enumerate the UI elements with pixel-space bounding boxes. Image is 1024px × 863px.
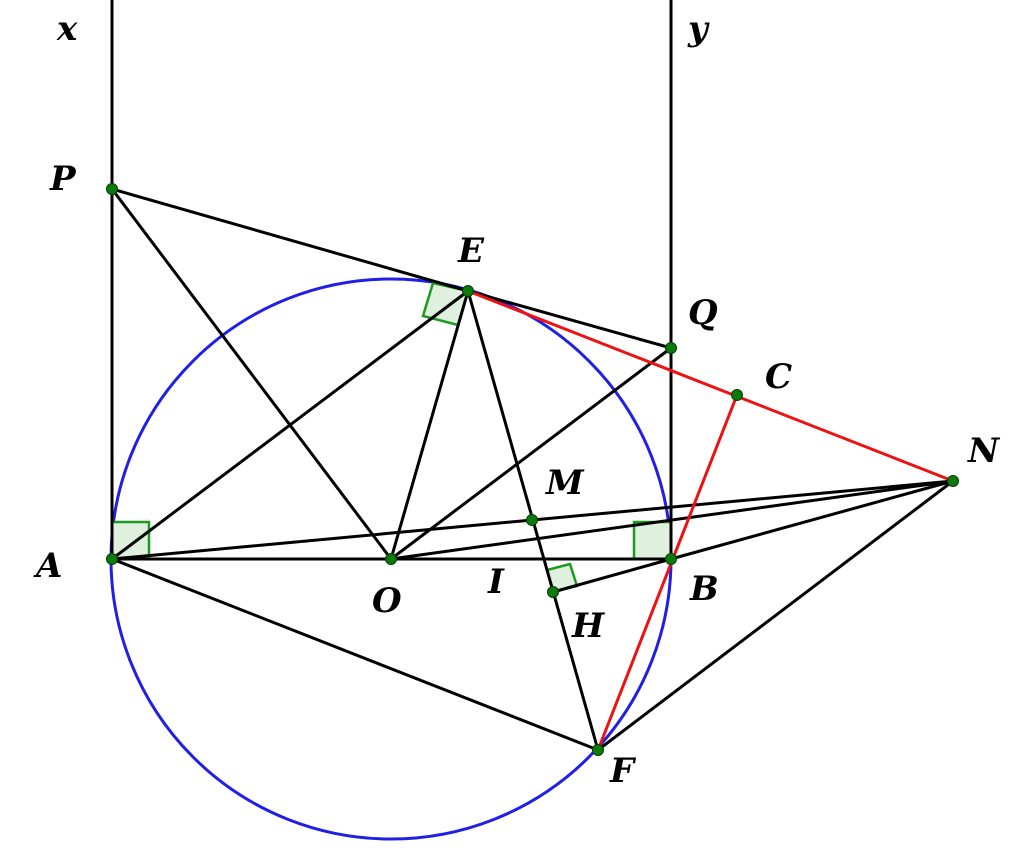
label-x: x <box>56 9 78 49</box>
label-c: C <box>765 357 792 397</box>
point-q <box>665 342 677 354</box>
point-b <box>665 553 677 565</box>
label-b: B <box>689 569 719 609</box>
segment-bn <box>669 479 955 561</box>
label-m: M <box>545 463 585 503</box>
label-f: F <box>609 751 637 791</box>
point-e <box>462 285 474 297</box>
segment-en <box>466 289 955 483</box>
label-y: y <box>687 9 710 49</box>
segment-oq <box>389 346 673 561</box>
point-p <box>106 183 118 195</box>
segment-hb <box>551 557 673 594</box>
red-segments <box>466 289 955 752</box>
segment-po <box>110 187 393 561</box>
label-e: E <box>457 231 485 271</box>
segment-eq <box>466 289 673 350</box>
segment-oe <box>389 289 470 561</box>
segment-pe <box>110 187 470 293</box>
label-i: I <box>487 562 505 602</box>
label-q: Q <box>688 293 718 333</box>
label-h: H <box>571 606 606 646</box>
point-labels: x y P E Q C N M A O I B H F <box>33 9 1001 791</box>
point-o <box>385 553 397 565</box>
point-h <box>547 586 559 598</box>
point-a <box>106 553 118 565</box>
label-p: P <box>49 159 77 199</box>
segment-on <box>389 479 955 561</box>
point-n <box>947 475 959 487</box>
segment-fn <box>596 479 955 752</box>
label-a: A <box>33 546 62 586</box>
segment-af <box>110 557 600 752</box>
point-f <box>592 744 604 756</box>
right-angle-at-b <box>632 520 673 561</box>
label-o: O <box>372 581 402 621</box>
black-segments <box>110 0 955 752</box>
points <box>106 183 959 756</box>
point-c <box>731 389 743 401</box>
point-m <box>526 514 538 526</box>
segment-fc <box>596 393 739 752</box>
label-n: N <box>967 431 1001 471</box>
segment-ae <box>110 289 470 561</box>
